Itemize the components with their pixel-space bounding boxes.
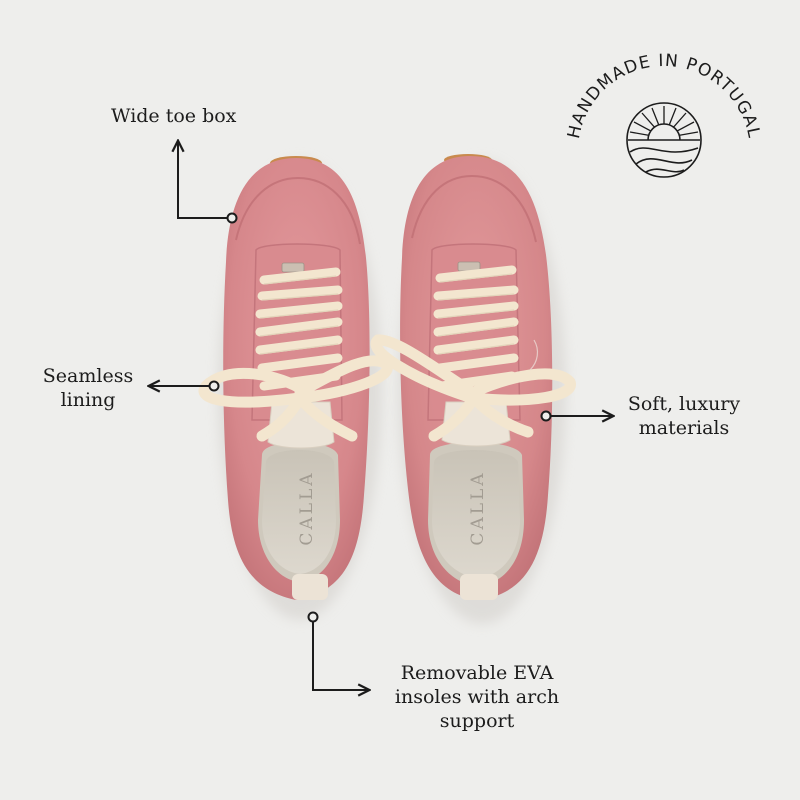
- callout-line: Soft, luxury: [627, 393, 741, 415]
- callout-line: support: [439, 710, 515, 732]
- insole-brand-text: CALLA: [468, 470, 488, 545]
- right-shoe: [370, 154, 576, 600]
- callout-lining-label: Seamless lining: [42, 364, 134, 412]
- arrow-icon: [178, 142, 232, 219]
- callout-line: insoles with arch: [394, 686, 560, 708]
- callout-line: Wide toe box: [111, 105, 237, 127]
- left-insole-brand: CALLA: [297, 470, 317, 545]
- arrow-icon: [312, 617, 368, 690]
- callout-line: Removable EVA: [400, 662, 554, 684]
- sun-over-hills-icon: [626, 102, 702, 178]
- callout-line: materials: [638, 417, 730, 439]
- callout-materials-label: Soft, luxury materials: [620, 392, 748, 440]
- callout-toe-box-line: [178, 142, 238, 224]
- left-shoe: [198, 156, 393, 600]
- callout-materials-line: [540, 412, 613, 421]
- right-insole-brand: CALLA: [468, 470, 488, 545]
- insole-brand-text: CALLA: [297, 470, 317, 545]
- callout-line: Seamless: [42, 365, 134, 387]
- callout-insoles-line: [307, 611, 369, 691]
- callout-toe-box-label: Wide toe box: [111, 104, 236, 128]
- callout-lining-line: [150, 382, 220, 391]
- callout-insoles-label: Removable EVA insoles with arch support: [378, 661, 576, 733]
- callout-line: lining: [60, 389, 116, 411]
- handmade-badge: HANDMADE IN PORTUGAL: [564, 51, 763, 178]
